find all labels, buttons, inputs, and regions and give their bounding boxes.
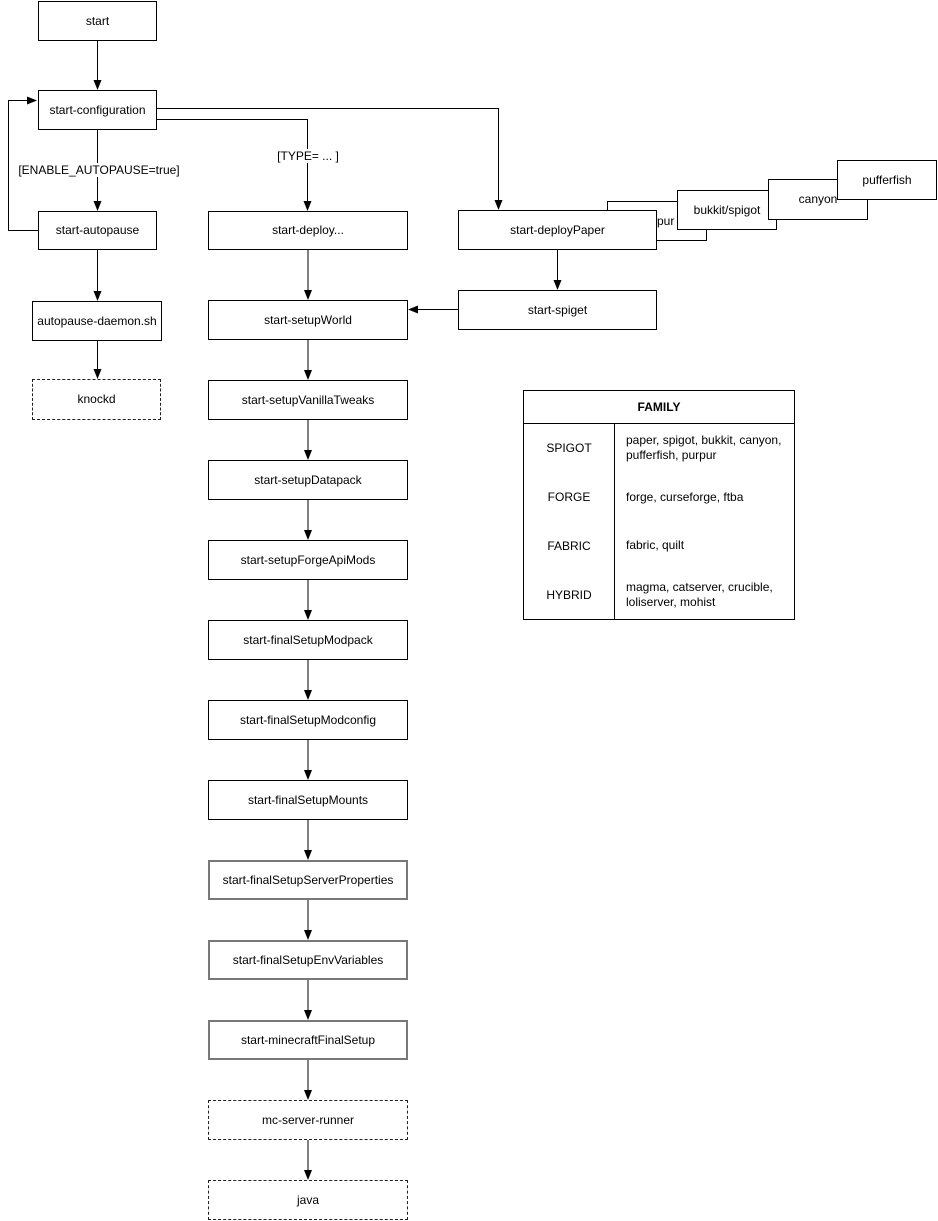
node-mc-server-runner: mc-server-runner [208,1100,408,1140]
edge-label-type: [TYPE= ... ] [256,149,360,163]
family-table-body: SPIGOT paper, spigot, bukkit, canyon, pu… [524,424,794,619]
node-start-final-setup-modpack: start-finalSetupModpack [208,620,408,660]
node-bukkit-spigot: bukkit/spigot [677,190,777,230]
node-start-autopause: start-autopause [38,211,157,250]
family-table-title: FAMILY [524,391,794,424]
node-pufferfish: pufferfish [837,160,937,200]
family-table-row-hybrid-label: HYBRID [546,587,592,602]
node-start-setup-datapack: start-setupDatapack [208,460,408,500]
node-java: java [208,1180,408,1220]
family-table-row-forge-label: FORGE [547,490,591,505]
node-start-final-setup-env-variables: start-finalSetupEnvVariables [208,940,408,980]
edge-configuration-to-deploy-paper [157,108,503,210]
edge-configuration-to-deploy [157,119,312,211]
family-table-row-fabric-label: FABRIC [547,538,591,553]
family-table-row-forge-servers: forge, curseforge, ftba [614,472,794,522]
node-start-spiget: start-spiget [458,290,657,330]
node-start-deploy: start-deploy... [208,211,408,250]
node-start-final-setup-server-properties: start-finalSetupServerProperties [208,860,408,900]
node-start-setup-vanilla-tweaks: start-setupVanillaTweaks [208,380,408,420]
family-table-row-fabric-servers: fabric, quilt [614,521,794,571]
node-start-minecraft-final-setup: start-minecraftFinalSetup [208,1020,408,1060]
node-start-configuration: start-configuration [38,90,157,130]
edge-autopause-loop-to-configuration [8,96,38,231]
node-knockd: knockd [32,379,161,420]
node-autopause-daemon: autopause-daemon.sh [32,301,162,341]
node-start-setup-forge-api-mods: start-setupForgeApiMods [208,540,408,580]
node-start: start [38,1,157,41]
node-start-final-setup-mounts: start-finalSetupMounts [208,780,408,820]
family-table-row-hybrid-servers: magma, catserver, crucible, loliserver, … [614,570,794,619]
edge-label-enable-autopause: [ENABLE_AUTOPAUSE=true] [9,163,189,177]
family-table-row-spigot-servers: paper, spigot, bukkit, canyon, pufferfis… [614,424,794,473]
node-start-deploy-paper: start-deployPaper [458,210,657,250]
family-table-row-spigot-label: SPIGOT [546,441,592,456]
node-start-setup-world: start-setupWorld [208,300,408,340]
family-table: FAMILY SPIGOT paper, spigot, bukkit, can… [523,390,795,620]
node-start-final-setup-modconfig: start-finalSetupModconfig [208,700,408,740]
